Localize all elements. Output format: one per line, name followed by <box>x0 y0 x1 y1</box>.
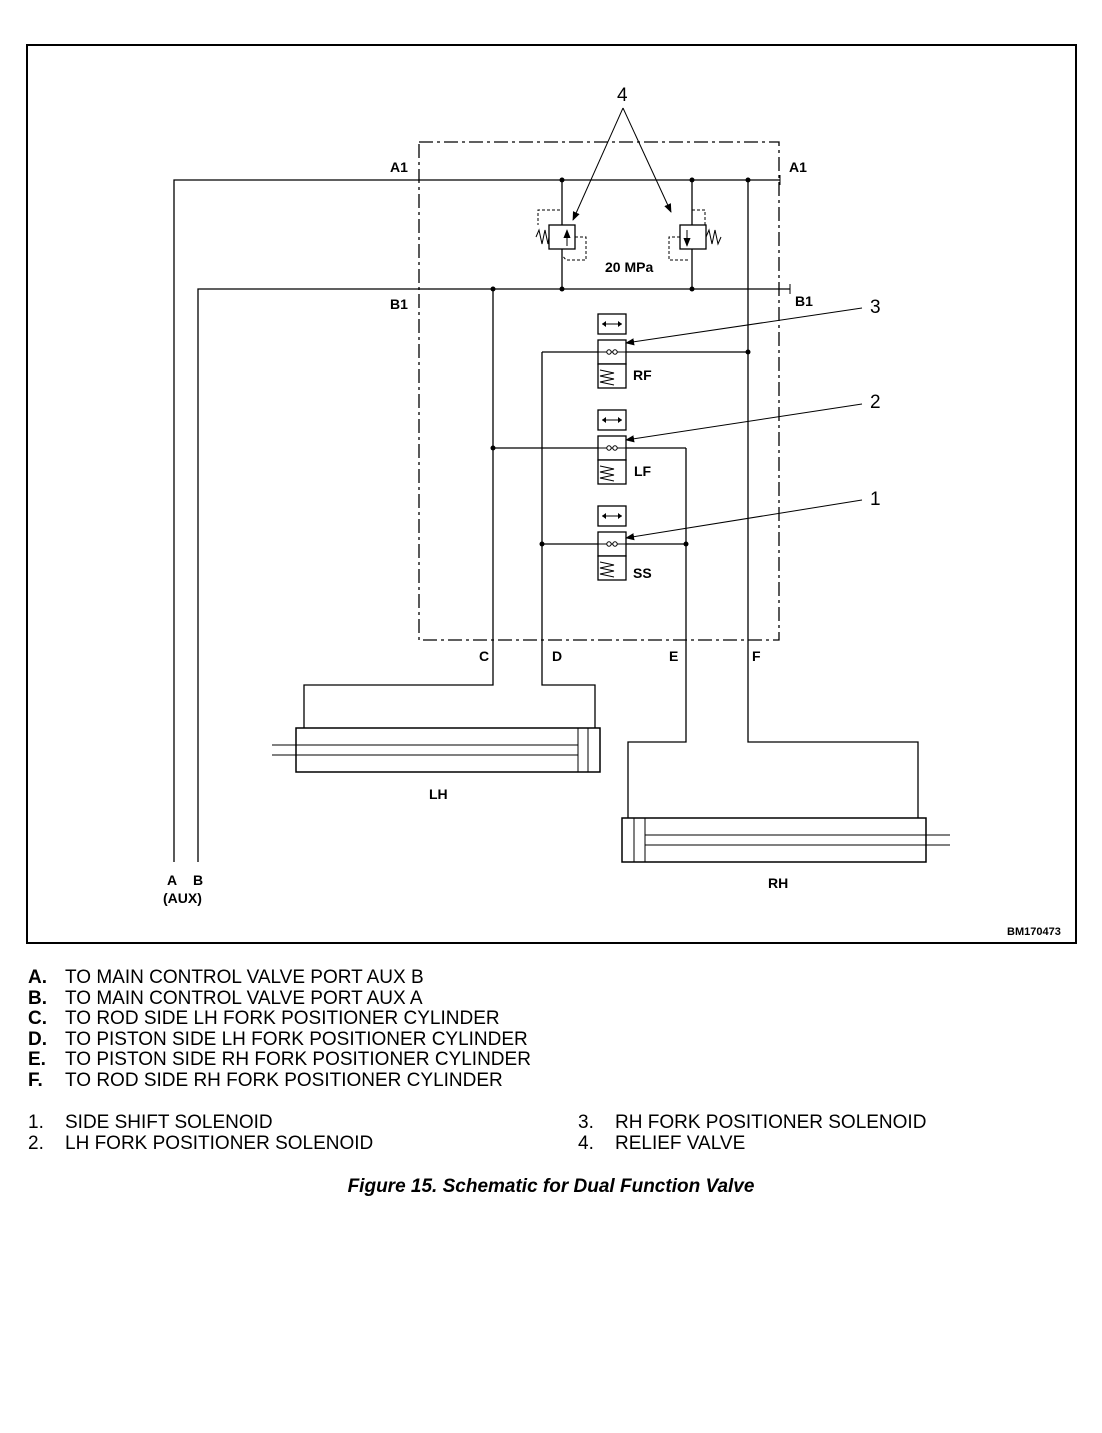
callout-1: 1 <box>870 489 881 510</box>
port-label-a1-right: A1 <box>789 159 807 175</box>
legend-key: B. <box>28 987 47 1009</box>
valve-label-lf: LF <box>634 463 652 479</box>
legend-item: B. TO MAIN CONTROL VALVE PORT AUX A <box>28 987 531 1010</box>
port-label-b1-right: B1 <box>795 293 813 309</box>
legend-text: RH FORK POSITIONER SOLENOID <box>615 1112 927 1133</box>
legend-text: LH FORK POSITIONER SOLENOID <box>65 1132 374 1154</box>
cylinder-rh <box>621 817 950 863</box>
line-d <box>541 352 596 738</box>
cylinder-label-lh: LH <box>429 786 448 802</box>
solenoid-valve-rf <box>597 313 627 389</box>
legend-text: TO ROD SIDE RH FORK POSITIONER CYLINDER <box>65 1069 503 1091</box>
cylinder-label-rh: RH <box>768 875 788 891</box>
legend-item: 2. LH FORK POSITIONER SOLENOID <box>28 1132 374 1155</box>
legend-text: TO PISTON SIDE RH FORK POSITIONER CYLIND… <box>65 1049 531 1070</box>
legend-text: TO PISTON SIDE LH FORK POSITIONER CYLIND… <box>65 1028 528 1050</box>
port-label-b1-left: B1 <box>390 296 408 312</box>
legend-item: F. TO ROD SIDE RH FORK POSITIONER CYLINDE… <box>28 1069 531 1092</box>
junction-dots <box>490 177 751 547</box>
port-label-c: C <box>479 648 489 664</box>
port-label-d: D <box>552 648 562 664</box>
port-label-b: B <box>193 872 203 888</box>
letter-legend: A. TO MAIN CONTROL VALVE PORT AUX B B. TO … <box>28 967 531 1092</box>
legend-key: 4. <box>578 1132 594 1154</box>
legend-key: 1. <box>28 1112 44 1133</box>
port-label-e: E <box>669 648 678 664</box>
line-c <box>303 289 494 738</box>
hydraulic-schematic: A1 A1 B1 B1 20 MPa RF LF SS C D E F LH R… <box>26 44 1077 944</box>
relief-valve-right <box>668 209 722 261</box>
legend-item: 4. RELIEF VALVE <box>578 1132 926 1155</box>
port-label-f: F <box>752 648 761 664</box>
callout-4: 4 <box>617 85 628 106</box>
legend-key: F. <box>28 1069 43 1091</box>
legend-text: RELIEF VALVE <box>615 1132 746 1154</box>
cylinder-lh <box>272 727 601 773</box>
legend-item: D. TO PISTON SIDE LH FORK POSITIONER CYLI… <box>28 1028 531 1051</box>
line-a1 <box>173 179 780 862</box>
line-f <box>747 180 919 828</box>
callout-2: 2 <box>870 392 881 413</box>
relief-valve-left <box>535 209 587 261</box>
valve-label-rf: RF <box>633 367 652 383</box>
legend-key: A. <box>28 967 47 988</box>
valve-label-ss: SS <box>633 565 652 581</box>
legend-key: 2. <box>28 1132 44 1154</box>
legend-text: TO ROD SIDE LH FORK POSITIONER CYLINDER <box>65 1008 500 1029</box>
callout-3: 3 <box>870 297 881 318</box>
legend-item: 3. RH FORK POSITIONER SOLENOID <box>578 1112 927 1134</box>
legend-key: C. <box>28 1008 47 1029</box>
legend-item: C. TO ROD SIDE LH FORK POSITIONER CYLINDE… <box>28 1008 531 1030</box>
legend-item: 1. SIDE SHIFT SOLENOID <box>28 1112 373 1134</box>
solenoid-valve-ss <box>597 505 627 581</box>
figure-caption: Figure 15. Schematic for Dual Function V… <box>347 1176 755 1197</box>
port-label-a1-left: A1 <box>390 159 408 175</box>
solenoid-valve-lf <box>597 409 627 485</box>
legend-item: A. TO MAIN CONTROL VALVE PORT AUX B <box>28 967 531 989</box>
legend-text: TO MAIN CONTROL VALVE PORT AUX B <box>65 967 424 988</box>
legend-key: E. <box>28 1049 46 1070</box>
drawing-id: BM170473 <box>1007 926 1061 938</box>
port-label-aux: (AUX) <box>163 890 202 906</box>
legend-key: D. <box>28 1028 47 1050</box>
port-label-a: A <box>167 872 177 888</box>
valve-body-boundary <box>418 141 780 641</box>
legend-text: SIDE SHIFT SOLENOID <box>65 1112 273 1133</box>
line-e <box>627 448 687 828</box>
legend-item: E. TO PISTON SIDE RH FORK POSITIONER CYLI… <box>28 1049 531 1071</box>
legend-key: 3. <box>578 1112 594 1133</box>
pressure-label: 20 MPa <box>605 259 653 275</box>
legend-text: TO MAIN CONTROL VALVE PORT AUX A <box>65 987 423 1009</box>
line-b1 <box>197 288 790 862</box>
figure-frame <box>26 44 1077 944</box>
